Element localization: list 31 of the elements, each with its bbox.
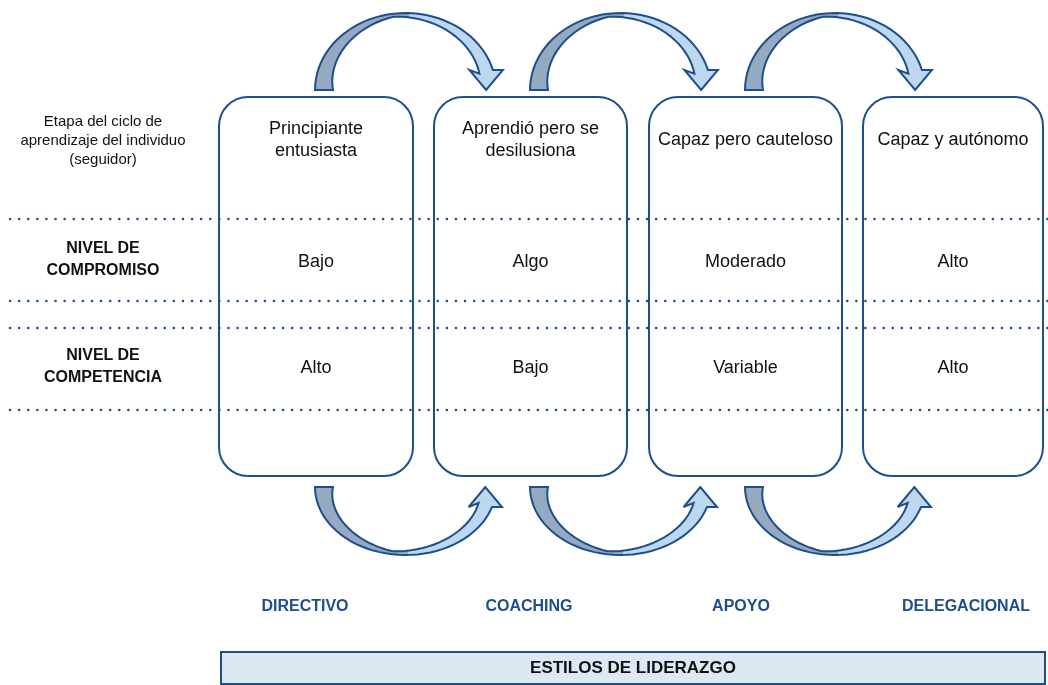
stage-column-box (433, 96, 628, 477)
level-text: Algo (511, 251, 550, 273)
stage-column-box (862, 96, 1044, 477)
stage-text: Principiante entusiasta (267, 118, 365, 162)
curved-arrow (528, 12, 721, 92)
row-heading: NIVEL DE COMPETENCIA (42, 345, 164, 387)
level-text: Alto (936, 251, 970, 273)
stage-text: Capaz y autónomo (876, 129, 1030, 151)
curved-arrow (313, 12, 506, 92)
style-label: COACHING (484, 596, 574, 617)
level-text: Alto (299, 357, 333, 379)
title-band (220, 651, 1046, 685)
curved-arrow (743, 485, 934, 556)
style-label: DIRECTIVO (260, 596, 350, 617)
level-text: Moderado (703, 251, 788, 273)
curved-arrow (528, 485, 720, 556)
level-text: Variable (712, 357, 779, 379)
curved-arrow (313, 485, 505, 556)
stage-column-box (648, 96, 843, 477)
style-label: DELEGACIONAL (901, 596, 1031, 617)
stage-text: Capaz pero cauteloso (656, 129, 835, 151)
row-heading: NIVEL DE COMPROMISO (45, 238, 161, 280)
style-label: APOYO (711, 596, 771, 617)
level-text: Bajo (511, 357, 550, 379)
stage-text: Aprendió pero se desilusiona (460, 118, 601, 162)
stage-column-box (218, 96, 414, 477)
band-title: ESTILOS DE LIDERAZGO (530, 658, 736, 678)
level-text: Bajo (297, 251, 335, 273)
row-heading: Etapa del ciclo de aprendizaje del individuo (seguidor) (19, 111, 187, 169)
curved-arrow (743, 12, 935, 92)
level-text: Alto (936, 357, 970, 379)
